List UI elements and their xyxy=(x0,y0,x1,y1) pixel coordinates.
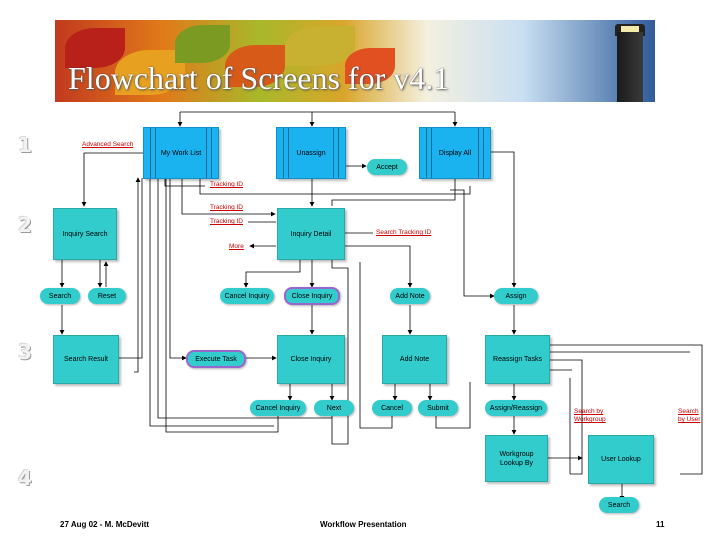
execute-task-button[interactable]: Execute Task xyxy=(186,350,246,368)
row-number-2: 2 xyxy=(18,213,32,237)
screen-label: Display All xyxy=(438,149,472,157)
footer-author-date: 27 Aug 02 - M. McDevitt xyxy=(60,520,150,529)
row-number-3: 3 xyxy=(18,340,32,364)
leaf-image xyxy=(285,26,355,66)
search-button[interactable]: Search xyxy=(40,288,80,304)
tracking-id-link[interactable]: Tracking ID xyxy=(210,181,243,188)
page-title: Flowchart of Screens for v4.1 xyxy=(68,60,450,96)
leaf-image xyxy=(65,28,125,68)
lighthouse-tower xyxy=(617,32,643,102)
tracking-id-link[interactable]: Tracking ID xyxy=(210,204,243,211)
assign-reassign-button[interactable]: Assign/Reassign xyxy=(485,400,547,416)
screen-search-result[interactable]: Search Result xyxy=(53,335,119,384)
footer-page-number: 11 xyxy=(656,520,665,529)
screen-display-all[interactable]: Display All xyxy=(419,127,491,179)
lighthouse-light xyxy=(621,26,639,33)
screen-unassign[interactable]: Unassign xyxy=(276,127,346,179)
tracking-id-link[interactable]: Tracking ID xyxy=(210,218,243,225)
screen-inquiry-search[interactable]: Inquiry Search xyxy=(53,208,117,260)
next-button[interactable]: Next xyxy=(314,400,354,416)
search-by-workgroup-link-line1[interactable]: Search by xyxy=(574,408,604,415)
accept-button[interactable]: Accept xyxy=(367,159,407,175)
screen-inquiry-detail[interactable]: Inquiry Detail xyxy=(277,208,345,260)
cancel-inquiry-button[interactable]: Cancel Inquiry xyxy=(220,288,274,304)
leaf-image xyxy=(225,45,285,87)
search-by-user-link-line1[interactable]: Search xyxy=(678,408,699,415)
screen-label: My Work List xyxy=(160,149,202,157)
cancel-inquiry-button[interactable]: Cancel Inquiry xyxy=(250,400,306,416)
screen-user-lookup[interactable]: User Lookup xyxy=(588,435,654,484)
screen-my-work-list[interactable]: My Work List xyxy=(143,127,219,179)
advanced-search-link[interactable]: Advanced Search xyxy=(82,141,134,148)
row-number-4: 4 xyxy=(18,466,32,490)
leaf-image xyxy=(345,48,395,84)
cancel-button[interactable]: Cancel xyxy=(372,400,412,416)
leaf-image xyxy=(115,50,185,95)
add-note-button[interactable]: Add Note xyxy=(390,288,430,304)
close-inquiry-button[interactable]: Close Inquiry xyxy=(284,287,340,305)
screen-close-inquiry[interactable]: Close Inquiry xyxy=(277,335,345,384)
footer-presentation-name: Workflow Presentation xyxy=(320,520,407,529)
reset-button[interactable]: Reset xyxy=(88,288,126,304)
search-by-workgroup-link-line2[interactable]: Workgroup xyxy=(574,416,606,423)
search-tracking-id-link[interactable]: Search Tracking ID xyxy=(376,229,432,236)
assign-button[interactable]: Assign xyxy=(494,288,538,304)
row-number-1: 1 xyxy=(18,133,32,157)
submit-button[interactable]: Submit xyxy=(418,400,458,416)
title-banner xyxy=(55,20,655,102)
more-link[interactable]: More xyxy=(229,243,244,250)
screen-add-note[interactable]: Add Note xyxy=(382,335,447,384)
search-by-user-link-line2[interactable]: by User xyxy=(678,416,701,423)
screen-workgroup-lookup[interactable]: Workgroup Lookup By xyxy=(485,435,548,482)
leaf-image xyxy=(175,25,230,63)
screen-label: Unassign xyxy=(296,149,326,157)
search-button-bottom[interactable]: Search xyxy=(599,497,639,513)
screen-reassign-tasks[interactable]: Reassign Tasks xyxy=(485,335,550,384)
